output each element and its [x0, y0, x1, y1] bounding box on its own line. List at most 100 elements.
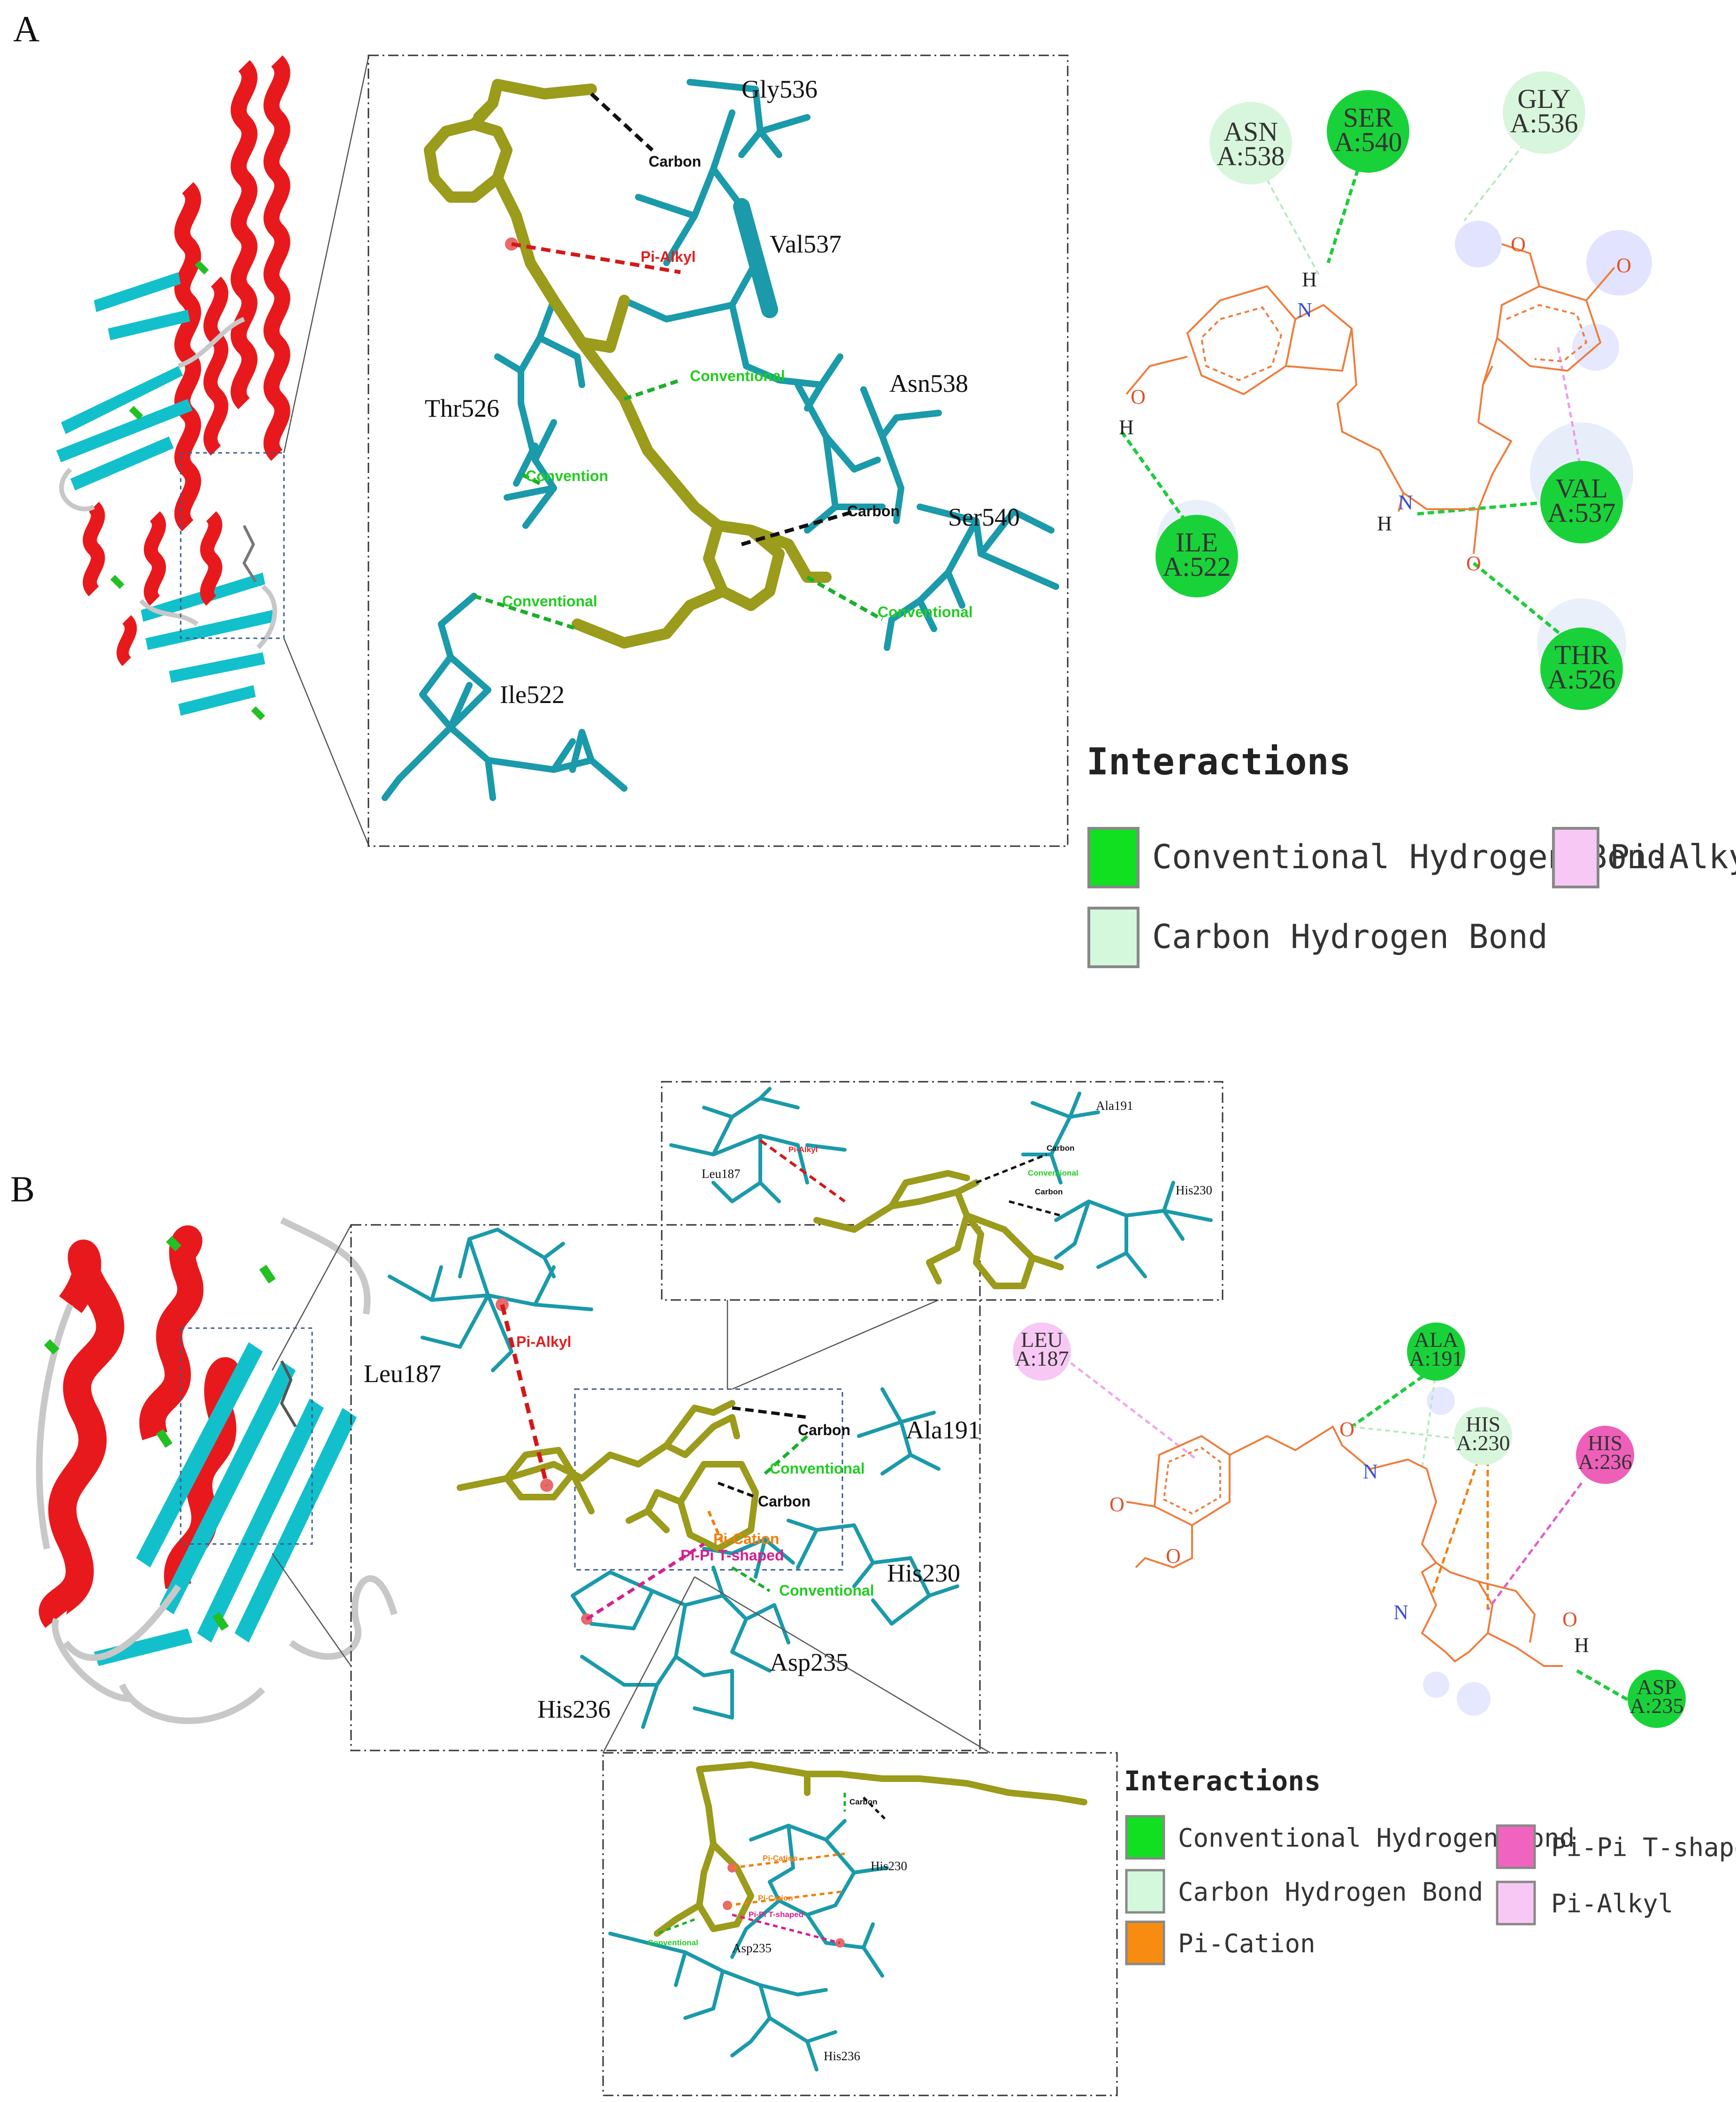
- node-asp235: ASP A:235: [1628, 1670, 1686, 1728]
- legend-a-label-carbon: Carbon Hydrogen Bond: [1152, 917, 1548, 956]
- svg-text:ASP: ASP: [1637, 1675, 1676, 1699]
- panel-a-letter: A: [13, 8, 39, 49]
- residue-thr526: Thr526: [425, 394, 499, 422]
- inset2-residue-his230: His230: [871, 1859, 907, 1873]
- label-conventional-a3: Conventional: [878, 604, 973, 620]
- zoom-line-top-b: [271, 1224, 352, 1371]
- legend-b-label-carbon: Carbon Hydrogen Bond: [1178, 1877, 1483, 1907]
- legend-a-swatch-carbon: [1087, 907, 1139, 968]
- label-carbon-a2: Carbon: [847, 503, 900, 520]
- svg-text:GLY: GLY: [1517, 84, 1570, 114]
- svg-text:HIS: HIS: [1588, 1431, 1622, 1455]
- legend-a-label-pi-alkyl: Pi-Alkyl: [1610, 838, 1736, 876]
- label-pi-pi-b: Pi-Pi T-shaped: [681, 1547, 784, 1564]
- zoom-inset-bottom-b: Carbon Pi-Cation Pi-Cation Pi-Pi T-shape…: [602, 1576, 1118, 2096]
- atom-o3-b: O: [1166, 1544, 1181, 1567]
- svg-text:HIS: HIS: [1466, 1412, 1500, 1436]
- svg-text:A:536: A:536: [1510, 108, 1578, 138]
- node-thr526: THR A:526: [1540, 627, 1623, 710]
- protein-cartoon-a: [56, 55, 291, 720]
- svg-text:LEU: LEU: [1021, 1328, 1063, 1352]
- residue-val537: Val537: [770, 230, 841, 258]
- panel-a: A: [13, 8, 1736, 968]
- inset-label-carbon-1: Carbon: [1047, 1144, 1075, 1153]
- svg-text:ALA: ALA: [1414, 1328, 1459, 1352]
- svg-text:ILE: ILE: [1176, 527, 1218, 558]
- legend-b-swatch-conventional: [1125, 1815, 1165, 1860]
- svg-text:THR: THR: [1554, 640, 1609, 670]
- inset-label-carbon-2: Carbon: [1035, 1187, 1063, 1196]
- atom-h1-b: H: [1574, 1634, 1589, 1657]
- svg-text:A:187: A:187: [1015, 1346, 1069, 1370]
- legend-a-title: Interactions: [1086, 741, 1351, 783]
- atom-n1-b: N: [1363, 1460, 1378, 1483]
- node-his230: HIS A:230: [1454, 1407, 1512, 1465]
- atom-n2-a: N: [1398, 491, 1413, 514]
- atom-h1-a: H: [1302, 268, 1317, 291]
- legend-a-swatch-conventional: [1087, 827, 1139, 888]
- residue-ala191: Ala191: [906, 1416, 980, 1444]
- legend-b-swatch-pi-alkyl: [1496, 1880, 1536, 1926]
- panel-b-letter: B: [10, 1169, 35, 1209]
- panel-b: B: [10, 1081, 1736, 2096]
- node-gly536: GLY A:536: [1503, 71, 1585, 154]
- legend-b-swatch-pi-cation: [1125, 1920, 1165, 1965]
- label-carbon-a1: Carbon: [649, 153, 701, 170]
- zoom-3d-a: Carbon Pi-Alkyl Conventional Convention …: [367, 54, 1069, 847]
- svg-text:A:522: A:522: [1163, 551, 1231, 582]
- zoom-line-top-a: [283, 57, 369, 453]
- atom-o1-a: O: [1131, 385, 1146, 408]
- svg-text:A:235: A:235: [1630, 1694, 1684, 1718]
- svg-text:A:236: A:236: [1578, 1450, 1632, 1474]
- zoom-line-bottom-a: [283, 638, 369, 845]
- label-conventional-b1: Conventional: [770, 1460, 865, 1477]
- node-ser540: SER A:540: [1327, 90, 1409, 173]
- inset2-label-carbon: Carbon: [849, 1797, 878, 1806]
- label-conventional-b2: Conventional: [779, 1582, 874, 1599]
- legend-b-swatch-pi-pi: [1496, 1824, 1536, 1869]
- atom-n1-a: N: [1297, 298, 1312, 321]
- inset2-residue-his236: His236: [824, 2049, 860, 2063]
- node-val537: VAL A:537: [1540, 461, 1623, 543]
- svg-text:A:537: A:537: [1548, 497, 1616, 528]
- legend-b-title: Interactions: [1124, 1765, 1321, 1797]
- legend-b-swatch-carbon: [1125, 1869, 1165, 1914]
- residue-asn538: Asn538: [889, 369, 968, 397]
- label-conventional-a1: Conventional: [690, 367, 785, 384]
- legend-b-label-pi-cation: Pi-Cation: [1178, 1929, 1315, 1958]
- node-asn538: ASN A:538: [1209, 102, 1292, 184]
- protein-cartoon-b: [36, 1217, 398, 1724]
- inset-residue-his230: His230: [1176, 1183, 1212, 1197]
- inset2-label-pi-cation-2: Pi-Cation: [758, 1894, 793, 1903]
- atom-n2-b: N: [1393, 1601, 1408, 1624]
- svg-text:A:540: A:540: [1334, 127, 1402, 157]
- residue-his236: His236: [537, 1695, 611, 1723]
- node-ala191: ALA A:191: [1407, 1322, 1465, 1381]
- atom-o2-b: O: [1109, 1493, 1124, 1516]
- residue-ile522: Ile522: [500, 680, 565, 709]
- residue-asp235: Asp235: [770, 1648, 849, 1676]
- svg-text:A:526: A:526: [1548, 664, 1616, 695]
- inset-residue-leu187: Leu187: [702, 1167, 740, 1181]
- residue-his230: His230: [887, 1559, 960, 1587]
- atom-o1-b: O: [1339, 1418, 1354, 1441]
- inset2-label-pi-cation-1: Pi-Cation: [763, 1854, 798, 1863]
- node-his236: HIS A:236: [1576, 1426, 1634, 1484]
- label-pi-alkyl-a: Pi-Alkyl: [641, 248, 696, 265]
- atom-h2-a: H: [1119, 416, 1134, 439]
- legend-a-swatch-pi-alkyl: [1552, 827, 1599, 888]
- inset-label-conventional: Conventional: [1028, 1169, 1078, 1177]
- label-conventional-a2: Convention: [526, 467, 608, 484]
- svg-text:A:230: A:230: [1456, 1431, 1510, 1455]
- label-carbon-b2: Carbon: [758, 1493, 811, 1510]
- label-conventional-a4: Conventional: [502, 593, 597, 610]
- inset2-label-conventional: Conventional: [648, 1938, 698, 1947]
- residue-ser540: Ser540: [948, 503, 1020, 531]
- zoom-line-bottom-b: [271, 1553, 352, 1666]
- atom-o3-a: O: [1511, 233, 1526, 256]
- label-carbon-b1: Carbon: [798, 1422, 850, 1438]
- inset2-label-pi-pi: Pi-Pi T-shaped: [749, 1910, 803, 1919]
- inset-label-pi-alkyl: Pi-Alkyl: [788, 1145, 818, 1154]
- label-pi-cation-b: Pi-Cation: [713, 1530, 779, 1547]
